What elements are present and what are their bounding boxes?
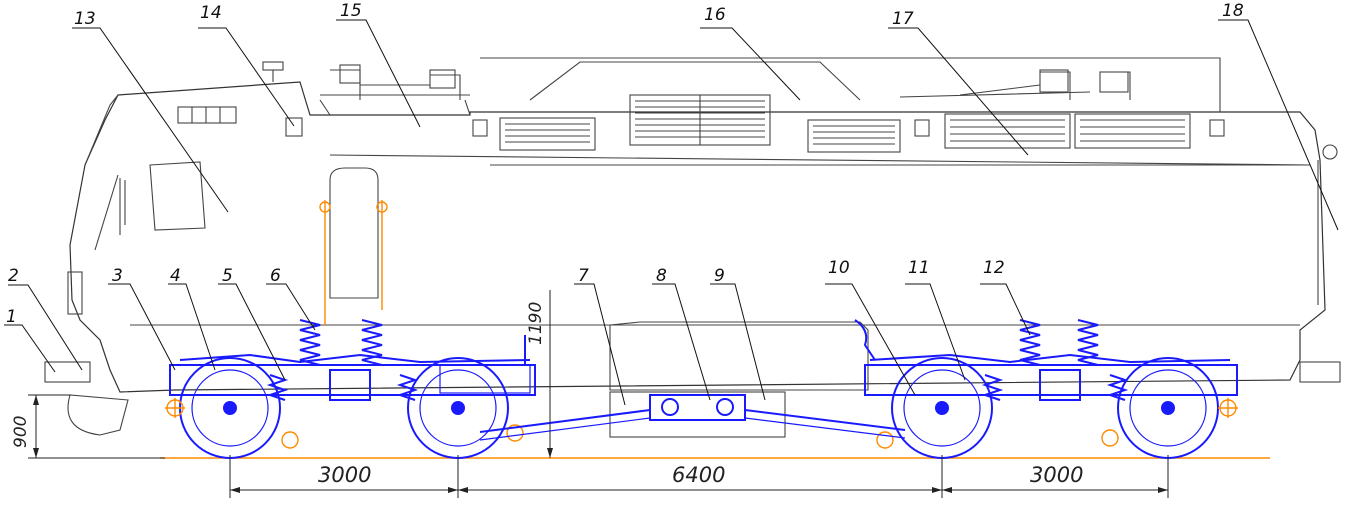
dim-bogie-centers: 6400 [672,463,725,487]
front-buffer [44,361,91,383]
side-vent-2 [807,119,901,153]
pantograph-front [319,64,471,116]
rear-buffer [1299,361,1341,383]
side-vent-3 [944,113,1071,149]
callout-6: 6 [270,266,281,286]
cab-nose-line [94,174,119,251]
callout-underlines [4,19,1248,326]
callout-18: 18 [1222,1,1244,21]
callout-15: 15 [340,1,362,21]
side-door [329,167,379,299]
cab-vent-grille [177,106,237,124]
front-coupler [67,394,129,436]
callout-14: 14 [200,3,222,23]
side-vent-1 [499,117,596,151]
bogie-front [165,319,536,459]
roof-equipment-frame [480,57,1221,112]
roof-central-hood [529,61,861,101]
callout-labels: 1 2 3 4 5 6 7 8 9 10 11 12 13 14 15 16 1… [6,1,1244,327]
roof-box-14 [285,117,303,137]
traction-motor-front [329,369,371,401]
dimension-lines: 3000 6400 3000 900 1190 [11,290,1169,498]
callout-3: 3 [112,266,123,286]
car-body [44,57,1341,438]
callout-13: 13 [74,9,96,29]
callout-8: 8 [656,266,667,286]
battery-box [609,391,786,438]
callout-9: 9 [714,266,725,286]
pantograph-rear [899,69,1131,100]
callout-2: 2 [8,266,19,286]
headlight [67,271,83,315]
body-belt-line [329,154,1311,166]
callout-7: 7 [578,266,589,286]
callout-1: 1 [6,307,17,327]
rear-light [1322,144,1338,160]
body-shell [69,81,1326,393]
dim-bogie-base-left: 3000 [318,463,371,487]
callout-10: 10 [828,258,850,278]
center-coupling-unit [649,394,746,421]
spring-set-rear [981,319,1129,401]
traction-rods [479,394,906,441]
cab-window [149,161,206,231]
underframe-tank [609,321,869,391]
callout-4: 4 [170,266,181,286]
dim-coupler-height: 900 [11,416,31,448]
side-vent-4 [1074,113,1191,149]
spring-set-front [266,319,419,401]
bogie-frame-rear [864,364,1238,396]
callout-11: 11 [908,258,930,278]
callout-5: 5 [222,266,233,286]
cab-front-edge [84,94,119,166]
callout-16: 16 [704,5,726,25]
callout-12: 12 [983,258,1005,278]
callout-17: 17 [892,9,914,29]
dim-bogie-base-right: 3000 [1030,463,1083,487]
traction-motor-rear [1039,369,1081,401]
horn [262,61,284,71]
side-handrails [319,200,388,325]
dim-step-height: 1190 [526,302,546,345]
bogie-frame-front [169,364,536,396]
